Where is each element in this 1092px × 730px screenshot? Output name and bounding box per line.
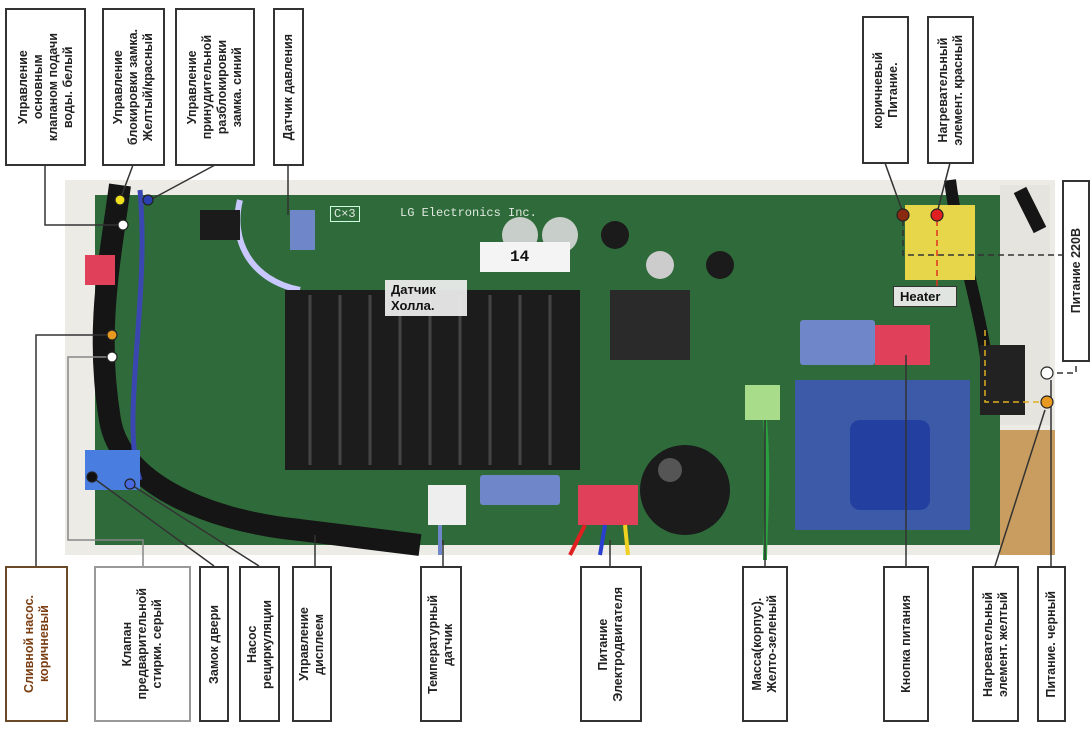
hall-sensor-label: Датчик Холла. (385, 280, 467, 316)
label-text: Управление принудительной разблокировки … (185, 34, 244, 140)
label-text: Датчик давления (281, 33, 295, 141)
heatsink (285, 290, 580, 470)
barcode-sticker (480, 242, 570, 272)
label-prewash-valve: Клапан предварительной стирки. серый (94, 566, 191, 722)
label-heater-yellow: Нагревательный элемент. желтый (972, 566, 1019, 722)
label-heater-red: Нагревательный элемент. красный (927, 16, 974, 164)
label-forced-unlock: Управление принудительной разблокировки … (175, 8, 255, 166)
label-lock-block: Управление блокировки замка. Желтый/крас… (102, 8, 165, 166)
wooden-surface (1000, 430, 1055, 555)
label-text: Управление блокировки замка. Желтый/крас… (111, 28, 155, 146)
power-button-connector (875, 325, 930, 365)
label-door-lock: Замок двери (199, 566, 229, 722)
orange-marker (1040, 395, 1054, 409)
label-text: Кнопка питания (898, 595, 913, 693)
white-marker (1040, 366, 1054, 380)
label-power-button: Кнопка питания (883, 566, 929, 722)
pcb-marking: C×3 (330, 206, 360, 222)
label-power-black: Питание. черный (1037, 566, 1066, 722)
label-text: Масса(корпус). Желто-зеленый (750, 595, 779, 693)
white-marker (117, 219, 129, 231)
leader-lines (35, 162, 1052, 567)
label-text: Управление основным клапаном подачи воды… (15, 32, 75, 142)
label-text: Питание Электродвигателя (596, 586, 625, 702)
label-drain-pump: Сливной насос. коричневый (5, 566, 68, 722)
label-pressure-sensor: Датчик давления (273, 8, 304, 166)
label-text: Температурный датчик (426, 594, 455, 694)
label-text: Нагревательный элемент. красный (935, 34, 965, 146)
red-marker (930, 208, 944, 222)
label-recirc-pump: Насос рециркуляции (239, 566, 280, 722)
white-marker (106, 351, 118, 363)
wire-markers (86, 194, 1054, 490)
yellow-marker (114, 194, 126, 206)
label-text: Насос рециркуляции (244, 599, 274, 689)
pcb-maker-text: LG Electronics Inc. (400, 206, 537, 220)
large-capacitor (640, 445, 730, 535)
orange-marker (106, 329, 118, 341)
label-text: Клапан предварительной стирки. серый (120, 588, 164, 700)
transformer-small (610, 290, 690, 360)
label-motor-power: Питание Электродвигателя (580, 566, 642, 722)
label-temp-sensor: Температурный датчик (420, 566, 462, 722)
blue-marker (124, 478, 136, 490)
label-power-brown: коричневый Питание. (862, 16, 909, 164)
motor-connector (578, 485, 638, 525)
sticker-number: 14 (510, 248, 530, 266)
heater-label: Heater (893, 286, 957, 307)
label-display-control: Управление дисплеем (292, 566, 332, 722)
brown-marker (896, 208, 910, 222)
label-text: Управление дисплеем (297, 607, 326, 681)
label-power-220v: Питание 220В (1062, 180, 1090, 362)
label-text: Питание 220В (1068, 228, 1083, 314)
label-text: Нагревательный элемент. желтый (980, 591, 1010, 697)
label-text: коричневый Питание. (870, 51, 900, 129)
label-text: Питание. черный (1044, 590, 1058, 698)
label-text: Замок двери (206, 604, 221, 684)
blue-marker (142, 194, 154, 206)
label-text: Сливной насос. коричневый (21, 594, 51, 694)
label-main-valve: Управление основным клапаном подачи воды… (5, 8, 86, 166)
black-marker (86, 471, 98, 483)
label-ground: Масса(корпус). Желто-зеленый (742, 566, 788, 722)
